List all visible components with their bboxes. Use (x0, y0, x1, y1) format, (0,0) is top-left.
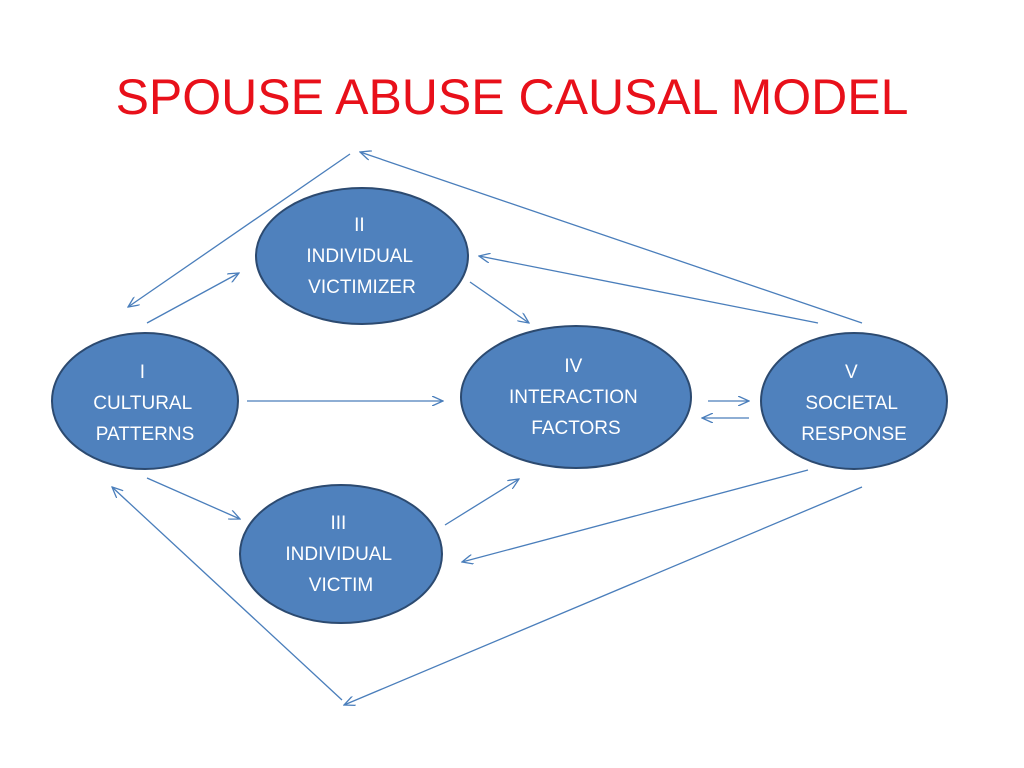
svg-text:III INDIVIDUAL: III INDIVIDUAL VICTIM (285, 513, 396, 596)
node-societal-response: V SOCIETAL RESPONSE (760, 332, 948, 470)
node-societal-response-line-3: RESPONSE (801, 424, 907, 445)
node-societal-response-line-2: SOCIETAL (805, 393, 897, 414)
node-individual-victimizer-line-1: II (354, 215, 365, 236)
arrow-cultural-to-victim (146, 477, 240, 519)
node-interaction-factors-line-3: FACTORS (531, 418, 620, 439)
svg-text:V SOCIETAL RES: V SOCIETAL RESPONSE (801, 362, 907, 445)
svg-text:IV INTERACTION: IV INTERACTION FACTORS (509, 356, 643, 439)
node-interaction-factors-line-1: IV (564, 356, 582, 377)
node-cultural-patterns: I CULTURAL PATTERNS (51, 332, 239, 470)
arrow-victimizer-to-interaction (469, 281, 529, 323)
arrow-societal-to-victim (462, 469, 809, 562)
arrow-societal-to-victimizer (479, 256, 819, 324)
node-interaction-factors: IV INTERACTION FACTORS (460, 325, 692, 469)
node-individual-victimizer-line-2: INDIVIDUAL (306, 246, 412, 267)
arrow-bottom-apex-to-cultural (112, 487, 343, 701)
node-societal-response-line-1: V (845, 362, 858, 383)
node-individual-victim: III INDIVIDUAL VICTIM (239, 484, 443, 624)
node-interaction-factors-line-2: INTERACTION (509, 387, 638, 408)
svg-text:I CULTURAL PAT: I CULTURAL PATTERNS (93, 362, 196, 445)
slide-title: SPOUSE ABUSE CAUSAL MODEL (115, 69, 909, 125)
arrow-cultural-to-victimizer (146, 273, 239, 324)
node-individual-victim-line-1: III (330, 513, 346, 534)
arrows (112, 152, 863, 705)
node-individual-victimizer-line-3: VICTIMIZER (308, 277, 416, 298)
arrow-top-apex-to-cultural (128, 153, 351, 307)
node-individual-victim-line-3: VICTIM (309, 575, 373, 596)
svg-text:II INDIVIDUAL: II INDIVIDUAL VICTIMIZER (306, 215, 417, 298)
arrow-societal-to-bottom-apex (344, 486, 863, 705)
arrow-victim-to-interaction (444, 479, 519, 526)
node-cultural-patterns-line-2: CULTURAL (93, 393, 191, 414)
node-individual-victim-line-2: INDIVIDUAL (285, 544, 391, 565)
node-cultural-patterns-line-1: I (140, 362, 145, 383)
node-individual-victimizer: II INDIVIDUAL VICTIMIZER (255, 187, 469, 325)
node-cultural-patterns-line-3: PATTERNS (96, 424, 195, 445)
arrow-societal-to-top-apex (360, 152, 863, 324)
